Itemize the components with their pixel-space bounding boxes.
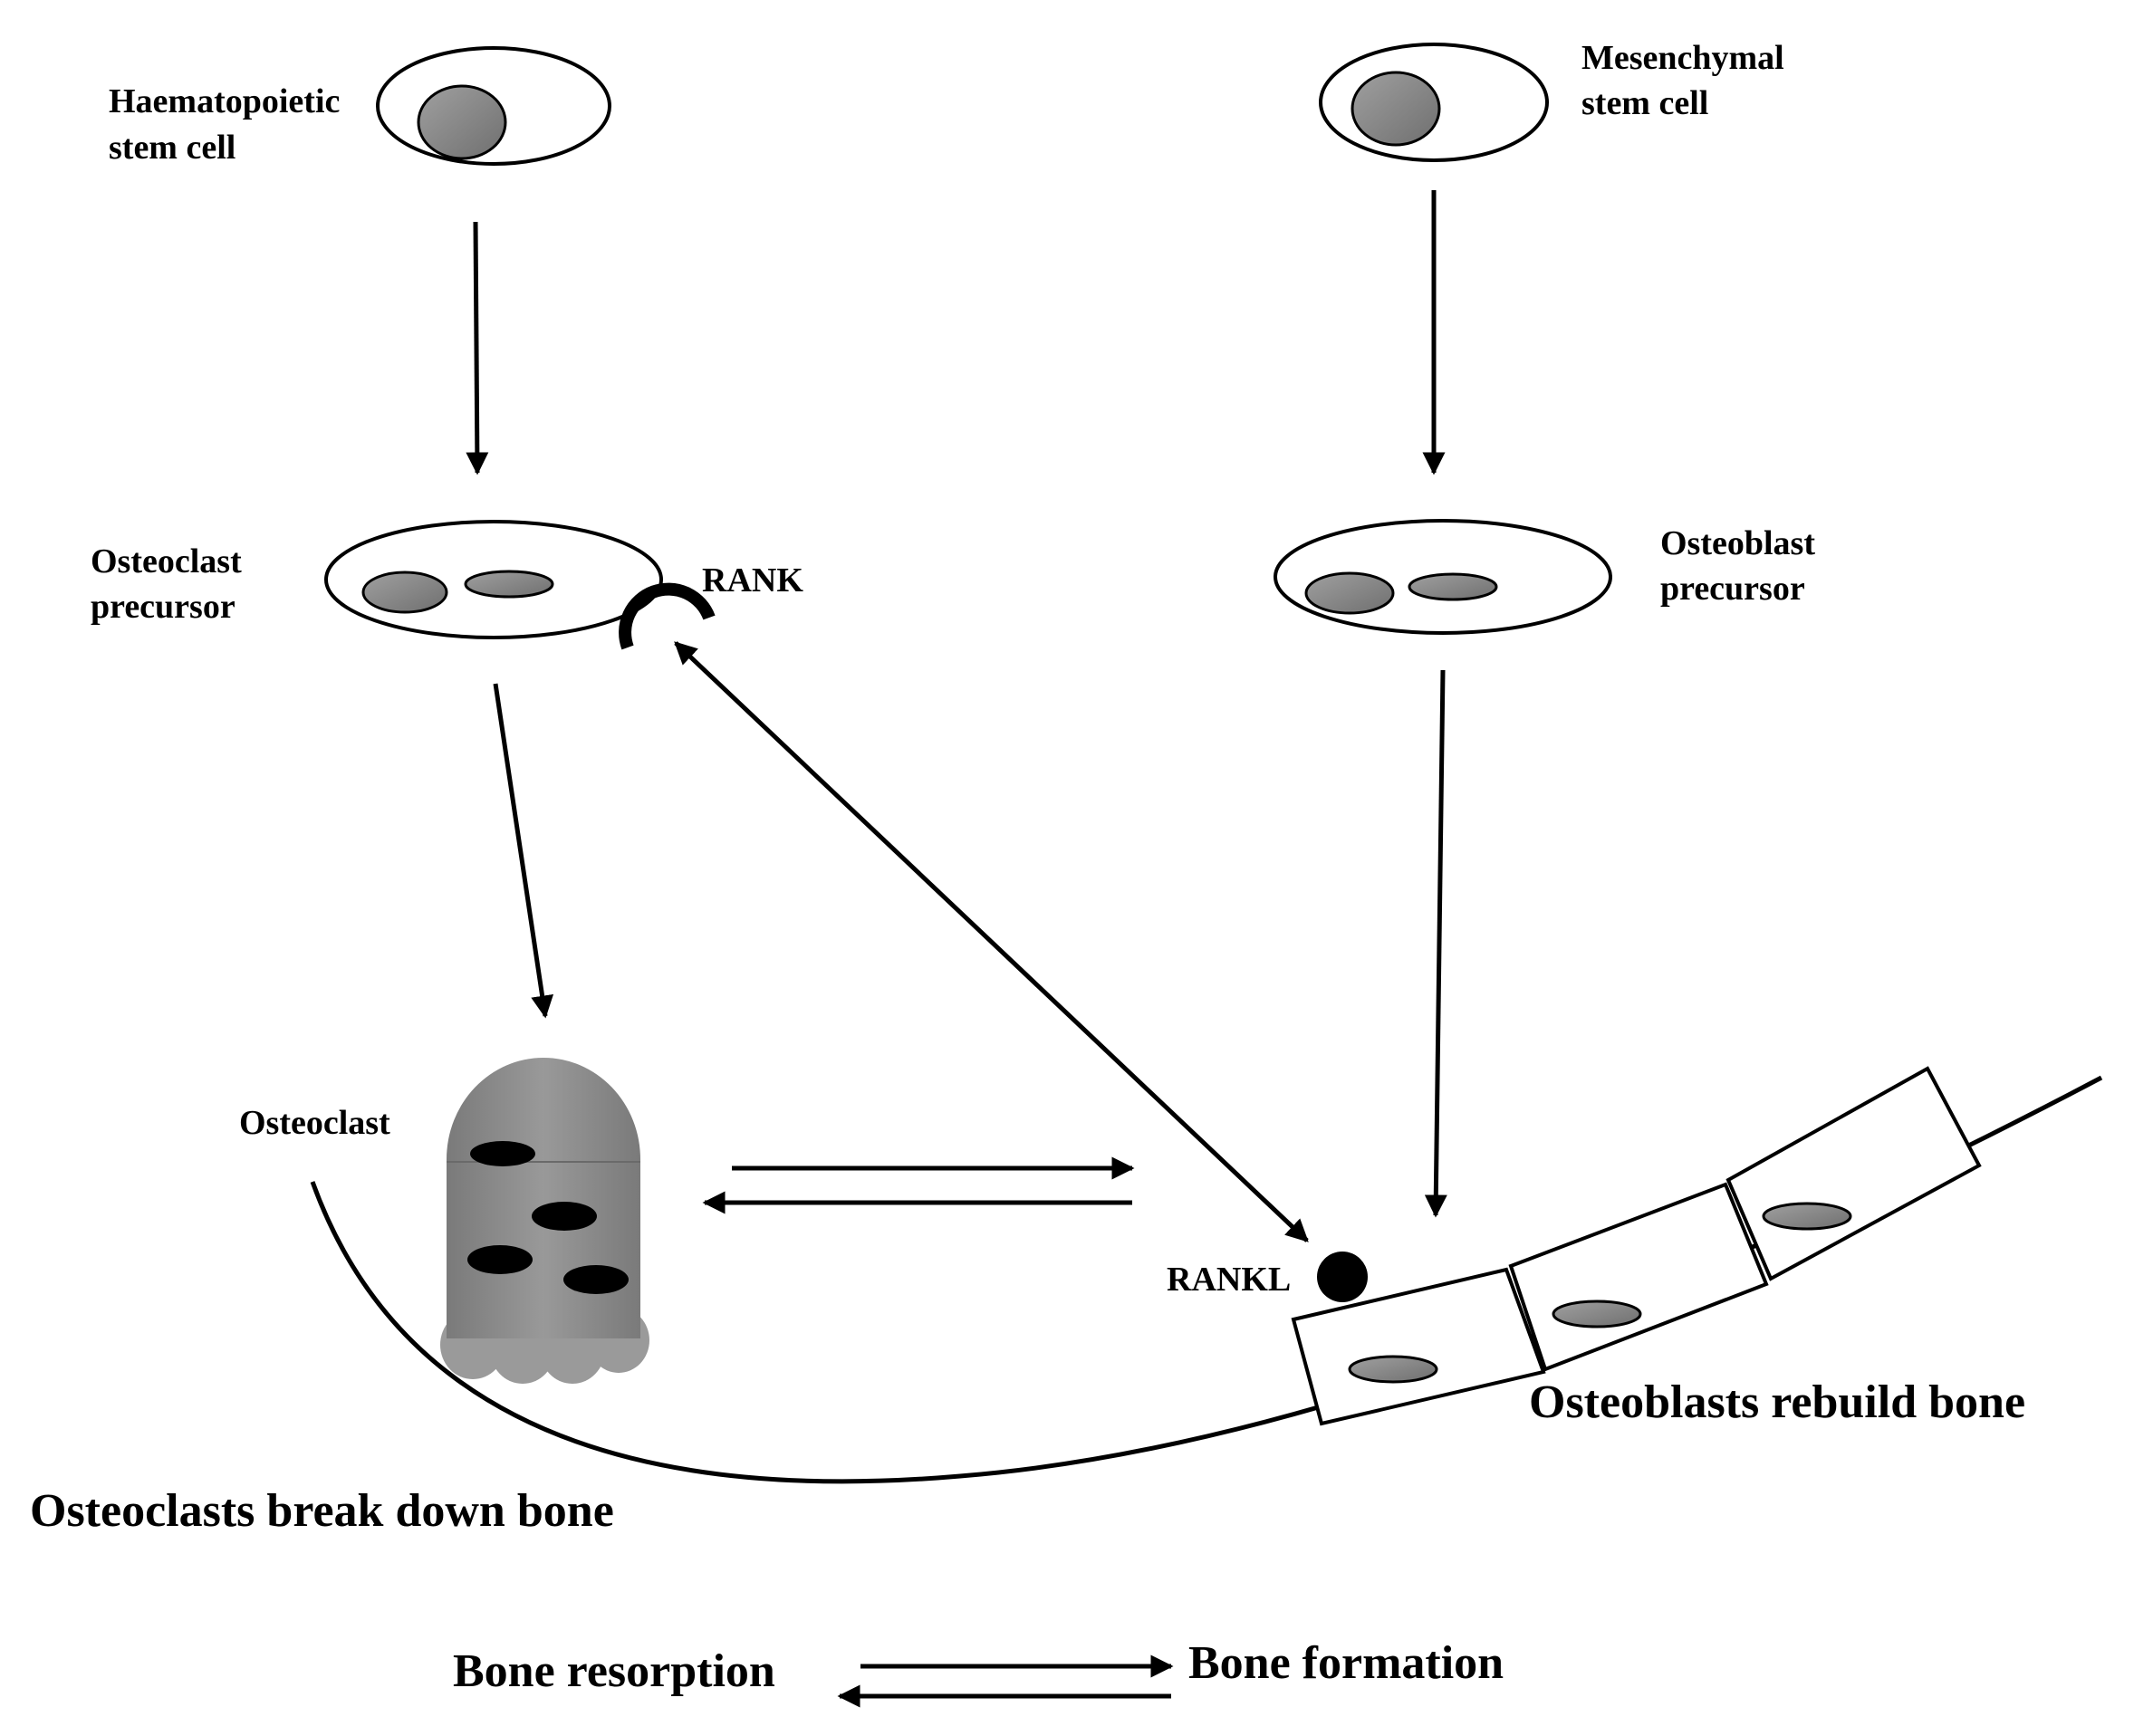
osteoclast-cell	[440, 1057, 649, 1384]
rank-label: RANK	[702, 561, 803, 599]
haematopoietic-stem-cell	[376, 46, 611, 166]
hsc-label-line2: stem cell	[109, 129, 236, 167]
oc-precursor-label-line2: precursor	[91, 588, 236, 626]
osteoblast-precursor-cell	[1274, 519, 1612, 635]
rankl-label: RANKL	[1167, 1261, 1291, 1299]
osteoclast-precursor-cell	[324, 520, 663, 639]
msc-label-line2: stem cell	[1581, 84, 1708, 122]
mesenchymal-stem-cell	[1319, 43, 1549, 162]
hsc-label-line1: Haematopoietic	[109, 82, 340, 120]
ob-precursor-label-line1: Osteoblast	[1660, 524, 1815, 562]
oc-precursor-label-line1: Osteoclast	[91, 542, 242, 580]
arrow-hsc-to-oc-precursor	[466, 221, 489, 475]
osteoclast-label: Osteoclast	[239, 1104, 390, 1142]
arrow-ob-precursor-to-osteoblasts	[1424, 669, 1447, 1218]
rankl-ligand-icon	[1317, 1252, 1368, 1302]
osteoclasts-break-label: Osteoclasts break down bone	[30, 1485, 614, 1537]
bone-resorption-label: Bone resorption	[453, 1645, 775, 1697]
bone-formation-label: Bone formation	[1188, 1637, 1504, 1689]
msc-label-line1: Mesenchymal	[1581, 39, 1784, 77]
rank-receptor-icon	[619, 582, 716, 650]
osteoblasts-rebuild-label: Osteoblasts rebuild bone	[1529, 1376, 2025, 1428]
osteoblast-cells	[1291, 1066, 1982, 1426]
arrow-oc-precursor-to-osteoclast	[493, 683, 554, 1019]
arrow-rankl-rank-signal	[674, 641, 1309, 1242]
ob-precursor-label-line2: precursor	[1660, 570, 1805, 608]
